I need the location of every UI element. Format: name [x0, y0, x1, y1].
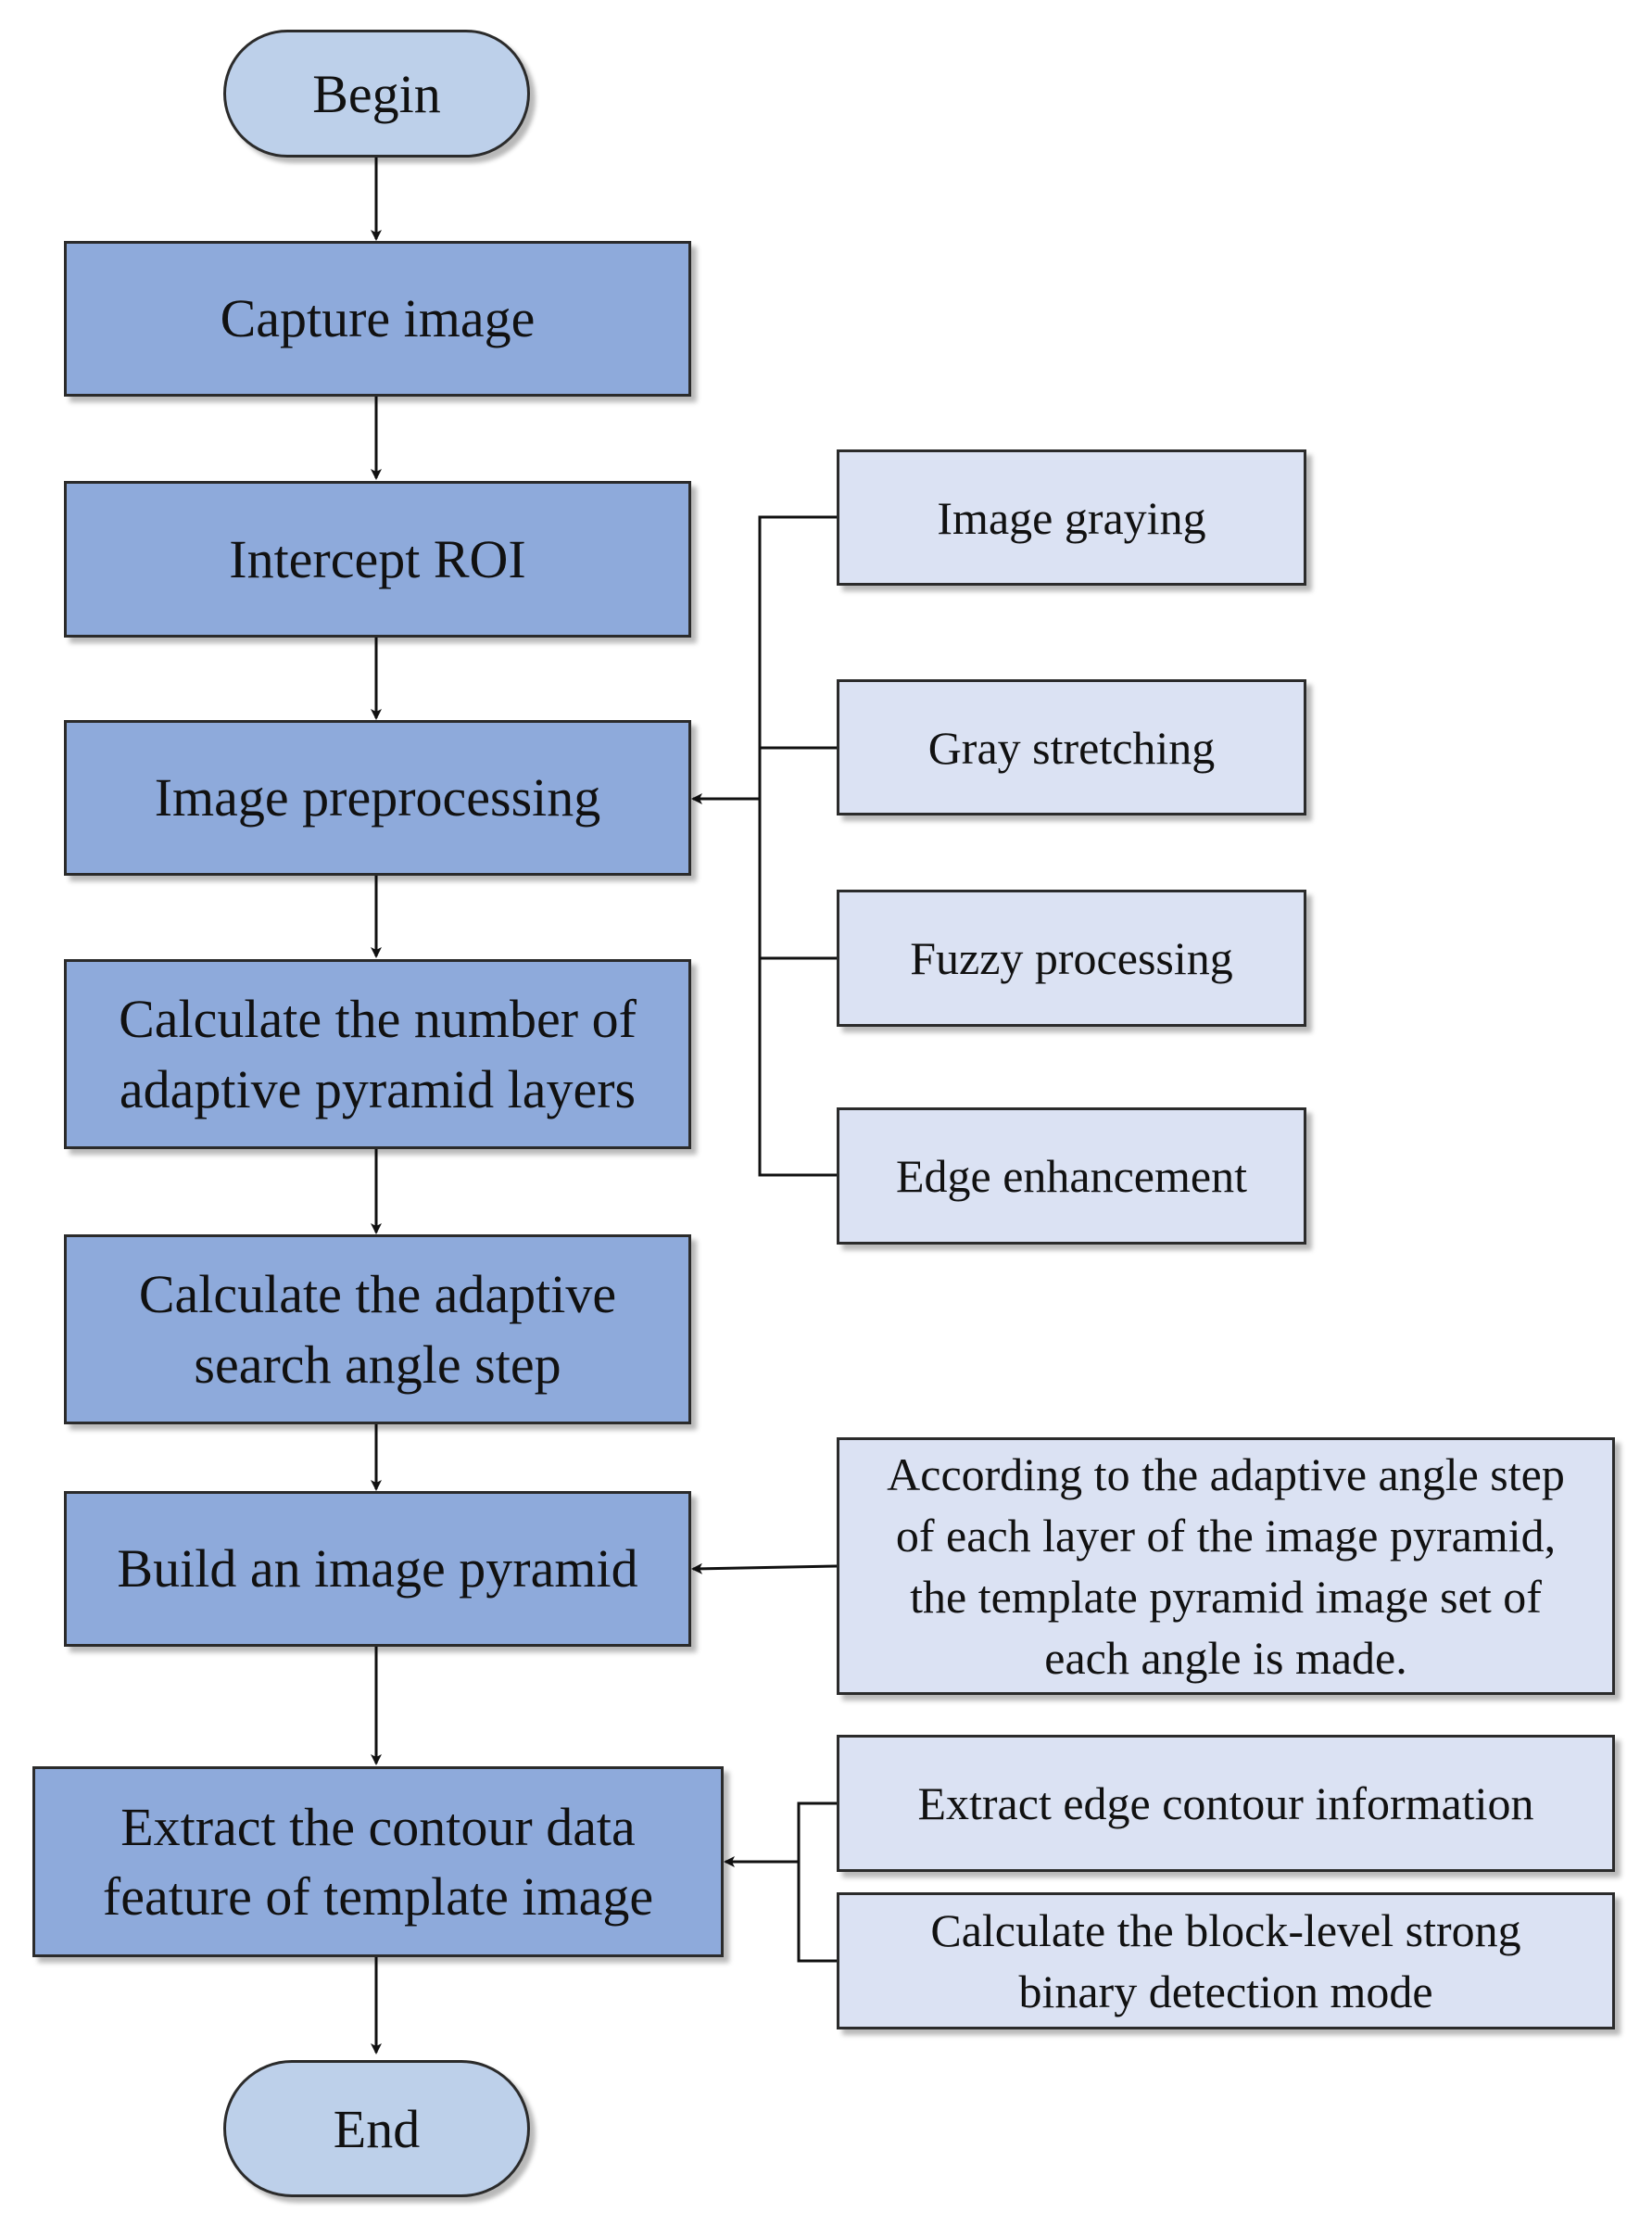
begin-terminal: Begin: [223, 30, 530, 158]
sub-binary-detection: Calculate the block-level strong binary …: [837, 1892, 1615, 2029]
sub-label: Calculate the block-level strong binary …: [930, 1904, 1521, 2017]
feature-bracket: [797, 1801, 837, 1963]
sub-fuzzy-processing: Fuzzy processing: [837, 890, 1306, 1027]
sub-edge-contour: Extract edge contour information: [837, 1735, 1615, 1872]
end-terminal: End: [223, 2060, 530, 2197]
step-label: Image preprocessing: [154, 767, 601, 828]
step-label: Calculate the number of adaptive pyramid…: [119, 989, 637, 1119]
step-label: Capture image: [220, 288, 536, 349]
sub-gray-stretching: Gray stretching: [837, 679, 1306, 815]
end-label: End: [333, 2098, 421, 2159]
step-intercept-roi: Intercept ROI: [64, 481, 691, 638]
step-build-pyramid: Build an image pyramid: [64, 1491, 691, 1647]
step-label: Extract the contour data feature of temp…: [102, 1796, 654, 1927]
step-label: Calculate the adaptive search angle step: [138, 1264, 617, 1395]
step-label: Intercept ROI: [229, 528, 526, 589]
sub-image-graying: Image graying: [837, 449, 1306, 586]
step-image-preprocessing: Image preprocessing: [64, 720, 691, 876]
sub-label: Fuzzy processing: [910, 932, 1233, 984]
sub-edge-enhancement: Edge enhancement: [837, 1107, 1306, 1245]
arrow-note-to-pyramid: [691, 1562, 838, 1574]
step-label: Build an image pyramid: [117, 1538, 638, 1599]
step-search-angle: Calculate the adaptive search angle step: [64, 1234, 691, 1424]
pyramid-note: According to the adaptive angle step of …: [837, 1437, 1615, 1695]
sub-label: Image graying: [937, 491, 1206, 544]
step-extract-contour: Extract the contour data feature of temp…: [32, 1766, 724, 1957]
sub-label: Extract edge contour information: [917, 1777, 1534, 1829]
begin-label: Begin: [312, 63, 441, 124]
sub-label: Gray stretching: [927, 721, 1216, 774]
preprocessing-bracket: [758, 515, 837, 1177]
pyramid-note-text: According to the adaptive angle step of …: [887, 1448, 1565, 1684]
step-pyramid-layers: Calculate the number of adaptive pyramid…: [64, 959, 691, 1149]
sub-label: Edge enhancement: [896, 1150, 1247, 1202]
step-capture-image: Capture image: [64, 241, 691, 397]
